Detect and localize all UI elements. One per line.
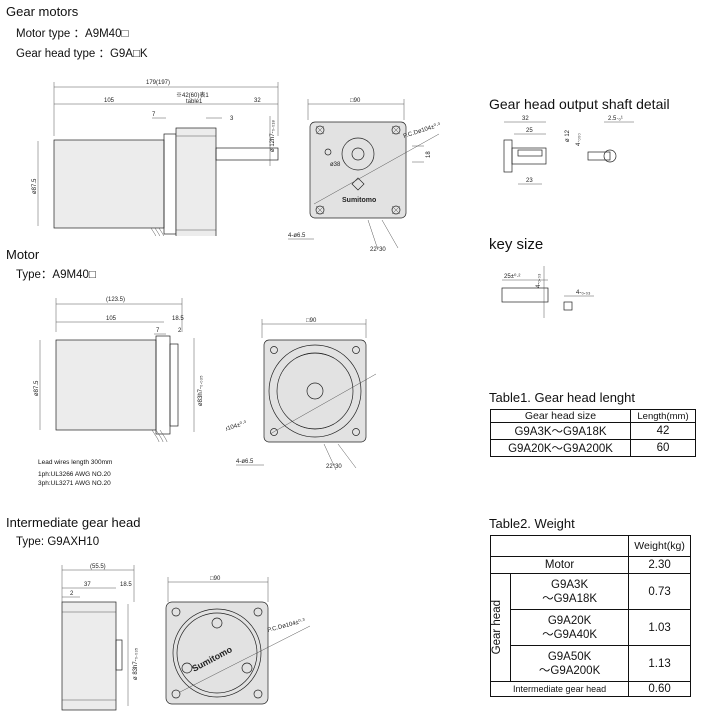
motor-type: Type：A9M40□ <box>16 269 96 281</box>
inter-2: 2 <box>70 591 74 597</box>
table2-row-label: G9A50K <box>547 650 592 663</box>
dim-table1: table1 <box>186 99 203 105</box>
table1-cell: 60 <box>630 439 696 457</box>
table-row: G9A20K～G9A200K 60 <box>490 439 696 457</box>
table2-row-label: ～G9A200K <box>538 664 601 677</box>
inter-pcd: P.C.Dø104±⁰·³ <box>267 617 306 634</box>
motor-7: 7 <box>156 328 160 334</box>
table2-motor-label: Motor <box>489 556 630 574</box>
key-size-drawing: 25±⁰·² 4-₀.₀₃ 4-₀.₀₃ <box>501 266 594 318</box>
table2: Weight(kg) Motor 2.30 Gear head G9A3K ～G… <box>489 535 691 697</box>
table2-row-value: 1.03 <box>628 609 691 646</box>
motor-type-label: Motor type ：A9M40□ <box>16 28 129 40</box>
dim-shaft-dia: ø 12h7-₀.₀₁₈ <box>270 120 276 152</box>
shaft-key: 4·₀₀₀ <box>576 133 582 146</box>
intermediate-side-drawing: (55.5) 37 18.5 2 ø 83h7-₀.₀₃₅ <box>61 564 139 711</box>
gear-motor-front-drawing: □90 Sumitomo P.C.Dø104±⁰·³ ø38 18 4-ø6.5… <box>288 98 441 253</box>
table1: Gear head size Length(mm) G9A3K～G9A18K 4… <box>490 409 696 457</box>
motor-spigot: ø83h7-₀.₀₃₅ <box>198 375 204 406</box>
motor-front-pcd: P.C.Dø104±⁰·³ <box>226 419 247 438</box>
table1-title: Table1. Gear head lenght <box>489 390 635 405</box>
intermediate-type: Type: G9AXH10 <box>16 536 100 548</box>
front-18: 18 <box>426 151 432 158</box>
table1-cell: 42 <box>630 422 696 440</box>
motor-2: 2 <box>178 328 182 334</box>
shaft-detail-drawing: 32 25 23 ø 12 4·₀₀₀ 2.5·₀¹ <box>503 116 634 185</box>
dim-table-note: ※42(60)表1 <box>176 91 209 99</box>
front-pcd: P.C.Dø104±⁰·³ <box>402 121 441 140</box>
inter-spigot: ø 83h7-₀.₀₃₅ <box>133 647 139 680</box>
motor-front-drawing: □90 P.C.Dø104±⁰·³ 4-ø6.5 22°30 <box>226 318 377 471</box>
table-row: G9A20K ～G9A40K 1.03 <box>491 609 691 646</box>
inter-front-square: □90 <box>210 576 221 582</box>
motor-overall: (123.5) <box>106 297 125 303</box>
table1-cell: G9A20K～G9A200K <box>490 439 631 457</box>
table-row: Gear head G9A3K ～G9A18K 0.73 <box>490 573 691 682</box>
motor-18-5: 18.5 <box>172 316 184 322</box>
shaft-23: 23 <box>526 178 533 184</box>
table2-header: Weight(kg) <box>628 535 691 557</box>
table2-inter-value: 0.60 <box>628 681 691 697</box>
dim-32: 32 <box>254 98 261 104</box>
table2-title: Table2. Weight <box>489 516 575 531</box>
dim-3: 3 <box>230 116 234 122</box>
table2-row-label: ～G9A18K <box>542 592 598 605</box>
table2-row-label: G9A3K <box>551 578 589 591</box>
intermediate-title: Intermediate gear head <box>6 515 141 530</box>
key-len: 25±⁰·² <box>504 273 520 280</box>
table-row: Intermediate gear head 0.60 <box>489 681 691 697</box>
lead-note-1: Lead wires length 300mm <box>38 459 113 466</box>
table1-header-length: Length(mm) <box>630 409 696 423</box>
inter-18-5: 18.5 <box>120 582 132 588</box>
dim-body-dia: ø87.5 <box>32 178 38 194</box>
front-holes: 4-ø6.5 <box>288 233 306 239</box>
lead-note-2: 1ph:UL3266 AWG NO.20 <box>38 471 111 478</box>
table2-motor-value: 2.30 <box>628 556 691 574</box>
lead-note-3: 3ph:UL3271 AWG NO.20 <box>38 480 111 487</box>
key-size-title: key size <box>489 236 544 253</box>
motor-front-angle: 22°30 <box>326 464 342 470</box>
table2-group-label: Gear head <box>491 600 503 655</box>
table2-row-label: G9A20K <box>547 614 592 627</box>
dim-7: 7 <box>152 112 156 118</box>
motor-front-holes: 4-ø6.5 <box>236 459 254 465</box>
inter-overall: (55.5) <box>90 564 106 570</box>
shaft-depth: 2.5·₀¹ <box>608 116 623 122</box>
dim-overall: 179(197) <box>146 80 170 86</box>
shaft-32: 32 <box>522 116 529 122</box>
table1-cell: G9A3K～G9A18K <box>490 422 631 440</box>
motor-side-drawing: (123.5) 105 18.5 7 2 ø87.5 ø83h7-₀.₀₃₅ <box>34 297 204 442</box>
table2-row-label: ～G9A40K <box>542 628 598 641</box>
front-angle: 22°30 <box>370 247 386 253</box>
motor-front-square: □90 <box>306 318 317 324</box>
gear-motors-title: Gear motors <box>6 4 79 19</box>
intermediate-front-drawing: □90 Sumitomo P.C.Dø104±⁰·³ <box>165 576 311 705</box>
table2-inter-label: Intermediate gear head <box>489 681 630 697</box>
table-row: G9A3K～G9A18K 42 <box>490 422 696 440</box>
dim-105: 105 <box>104 98 115 104</box>
inter-37: 37 <box>84 582 91 588</box>
gear-motor-side-drawing: 179(197) 105 ※42(60)表1 table1 32 7 3 ø87… <box>32 80 279 236</box>
key-h: 4-₀.₀₃ <box>536 273 542 288</box>
shaft-detail-title: Gear head output shaft detail <box>489 96 670 112</box>
table-row: G9A50K ～G9A200K 1.13 <box>491 645 691 682</box>
front-square: □90 <box>350 98 361 104</box>
front-brand-label: Sumitomo <box>342 197 376 204</box>
shaft-dia: ø 12 <box>565 129 571 142</box>
motor-title: Motor <box>6 247 40 262</box>
shaft-25: 25 <box>526 128 533 134</box>
gear-head-type-label: Gear head type ：G9A□K <box>16 48 148 60</box>
table-row: Motor 2.30 <box>489 556 691 574</box>
motor-body-dia: ø87.5 <box>34 380 40 396</box>
table1-header-size: Gear head size <box>490 409 631 423</box>
key-w: 4-₀.₀₃ <box>576 290 591 296</box>
front-boss: ø38 <box>330 162 341 168</box>
motor-105: 105 <box>106 316 117 322</box>
table2-row-value: 1.13 <box>628 645 691 682</box>
table2-row-value: 0.73 <box>628 573 691 610</box>
